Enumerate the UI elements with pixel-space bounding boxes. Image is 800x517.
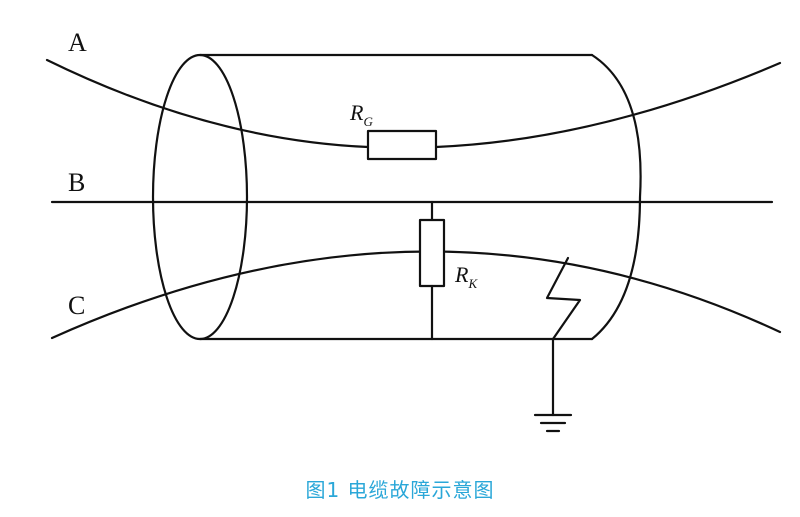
fault-zigzag <box>545 256 582 341</box>
wire-a-right <box>434 61 782 149</box>
rg-main: R <box>350 100 364 125</box>
rg-sub: G <box>363 114 373 129</box>
cable-back-end <box>590 53 642 341</box>
rk-main: R <box>455 262 469 287</box>
wire-a-label: A <box>68 28 87 57</box>
wire-b-label: B <box>68 168 86 197</box>
wire-c-label: C <box>68 291 86 320</box>
resistor-rg <box>366 129 438 161</box>
cable-front-end <box>151 53 249 341</box>
wire-a-left <box>45 58 370 149</box>
resistor-rk-label: RK <box>455 262 477 291</box>
rk-sub: K <box>468 276 478 291</box>
wire-c <box>50 250 782 340</box>
figure-caption: 图1 电缆故障示意图 <box>305 478 495 502</box>
resistor-rg-label: RG <box>350 100 373 129</box>
resistor-rk <box>418 218 446 288</box>
